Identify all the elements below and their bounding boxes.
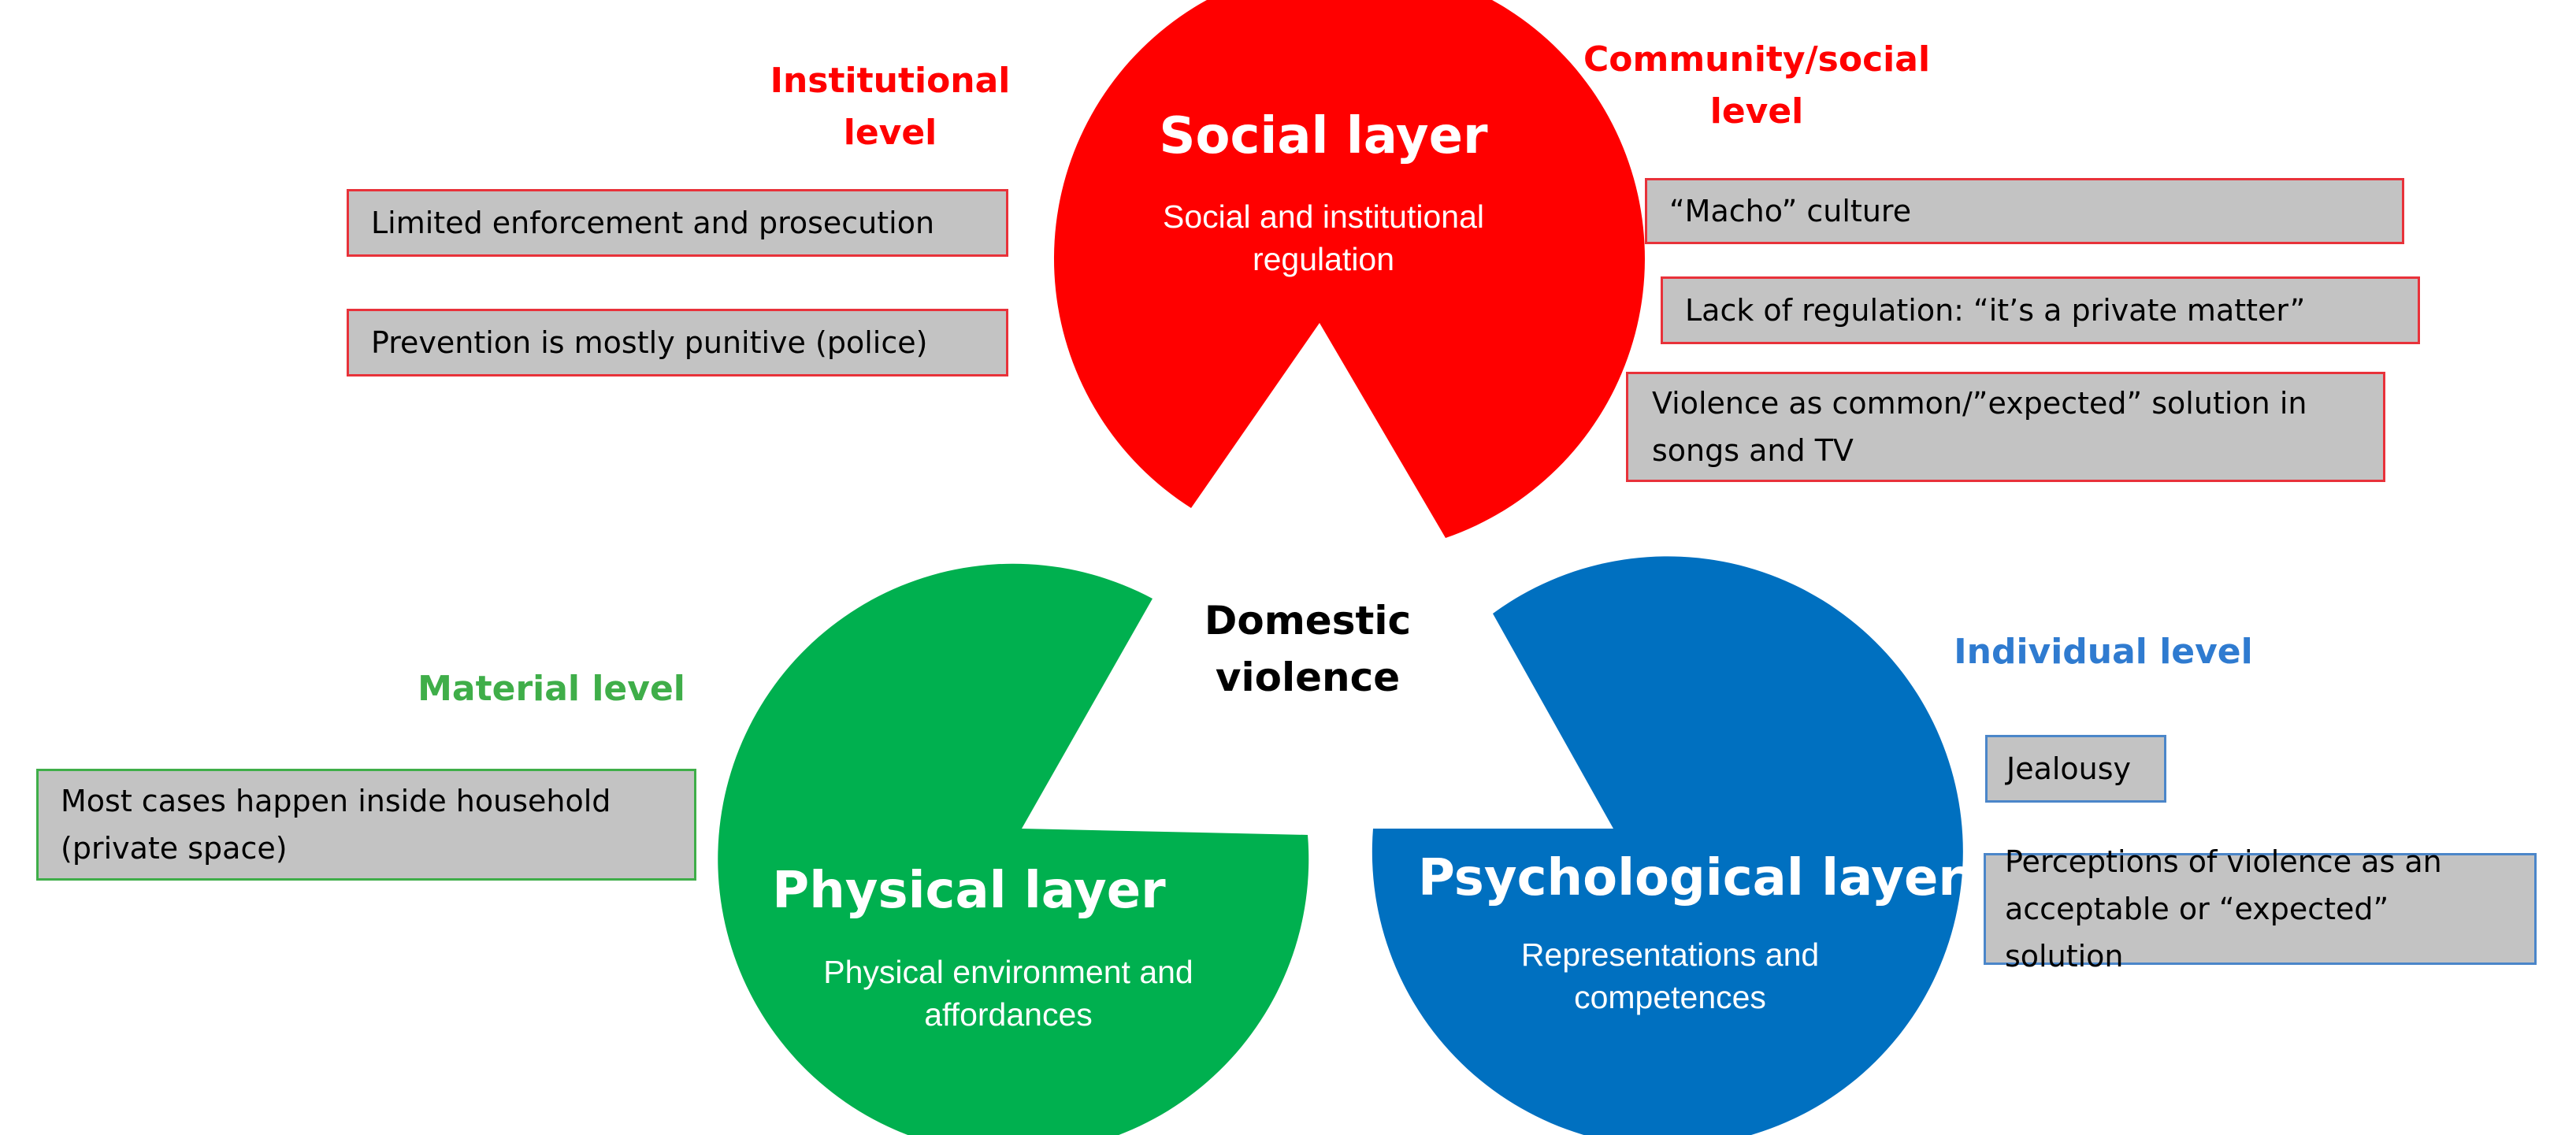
physical-layer-shape — [718, 563, 1309, 1135]
psychological-layer-shape — [1372, 556, 1963, 1135]
community-label-line2: level — [1709, 91, 1804, 132]
center-label-line1: Domestic — [1204, 598, 1412, 644]
institutional-label-line2: level — [843, 113, 937, 153]
community-item-text: “Macho” culture — [1669, 194, 1912, 228]
individual-item-text: Jealousy — [2006, 751, 2132, 786]
individual-item-text-line2: acceptable or “expected” solution — [2005, 892, 2389, 974]
social-subtitle-line1: Social and institutional — [1163, 198, 1484, 235]
institutional-level-label: Institutional level — [741, 55, 1040, 159]
social-layer-title: Social layer — [1159, 107, 1488, 165]
physical-layer-title: Physical layer — [772, 862, 1166, 920]
community-item-regulation: Lack of regulation: “it’s a private matt… — [1661, 276, 2420, 344]
institutional-item-text: Limited enforcement and prosecution — [371, 206, 935, 240]
psychological-layer-title: Psychological layer — [1418, 849, 1963, 907]
community-item-macho: “Macho” culture — [1645, 178, 2404, 244]
physical-layer-subtitle: Physical environment and affordances — [756, 951, 1260, 1036]
material-item-text-line1: Most cases happen inside household — [61, 784, 611, 818]
community-label-line1: Community/social — [1583, 39, 1931, 80]
material-item-text-line2: (private space) — [61, 831, 288, 866]
community-item-text: Lack of regulation: “it’s a private matt… — [1685, 293, 2306, 328]
community-item-violence-media: Violence as common/”expected” solution i… — [1626, 372, 2385, 482]
social-layer-shape — [1054, 0, 1645, 538]
individual-item-text-line1: Perceptions of violence as an — [2005, 844, 2442, 879]
social-subtitle-line2: regulation — [1252, 241, 1395, 277]
individual-level-label: Individual level — [1954, 632, 2253, 672]
community-level-label: Community/social level — [1568, 34, 1946, 138]
center-label-line2: violence — [1215, 655, 1401, 700]
community-item-text-line2: songs and TV — [1652, 433, 1854, 468]
psychological-layer-subtitle: Representations and competences — [1418, 933, 1922, 1018]
psychological-subtitle-line1: Representations and — [1520, 937, 1820, 973]
individual-item-jealousy: Jealousy — [1985, 735, 2166, 803]
community-item-text-line1: Violence as common/”expected” solution i… — [1652, 386, 2307, 421]
physical-subtitle-line2: affordances — [924, 996, 1093, 1033]
material-item-household: Most cases happen inside household (priv… — [36, 769, 696, 881]
material-level-label: Material level — [418, 669, 685, 709]
center-label: Domestic violence — [1127, 592, 1489, 706]
institutional-label-line1: Institutional — [770, 61, 1011, 101]
institutional-item-text: Prevention is mostly punitive (police) — [371, 325, 928, 360]
institutional-item-enforcement: Limited enforcement and prosecution — [347, 189, 1008, 257]
psychological-subtitle-line2: competences — [1574, 979, 1766, 1015]
institutional-item-prevention: Prevention is mostly punitive (police) — [347, 309, 1008, 376]
social-layer-subtitle: Social and institutional regulation — [1071, 195, 1576, 280]
physical-subtitle-line1: Physical environment and — [823, 954, 1193, 990]
individual-item-perceptions: Perceptions of violence as an acceptable… — [1984, 844, 2537, 974]
